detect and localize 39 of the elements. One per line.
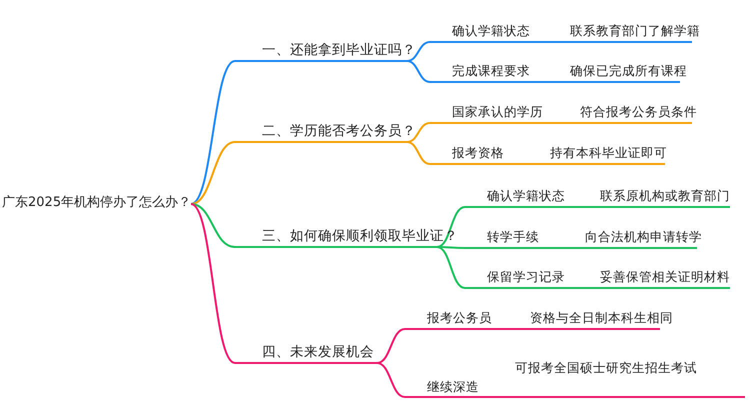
- topic-label: 三、如何确保顺利领取毕业证？: [262, 228, 458, 244]
- topic-label: 国家承认的学历: [452, 104, 543, 120]
- subtopic: [465, 267, 730, 289]
- topic-detail: 资格与全日制本科生相同: [530, 310, 673, 326]
- topic-detail: 联系原机构或教育部门: [600, 188, 730, 204]
- branch-connector: [190, 203, 236, 248]
- topic-label: 四、未来发展机会: [262, 344, 374, 360]
- topic-label: 报考公务员: [427, 310, 492, 326]
- topic-label: 保留学习记录: [487, 269, 565, 285]
- topic-detail: 妥善保管相关证明材料: [600, 269, 730, 285]
- topic-label: 完成课程要求: [452, 63, 530, 79]
- subtopic: [465, 186, 730, 208]
- topic-label: 转学手续: [487, 229, 539, 245]
- branch-connector: [406, 141, 430, 165]
- branch-connector: [436, 206, 466, 248]
- topic-label: 报考资格: [452, 145, 504, 161]
- topic-detail: 符合报考公务员条件: [580, 104, 697, 120]
- branch-connector: [406, 122, 430, 143]
- topic-label: 二、学历能否考公务员？: [262, 123, 416, 139]
- topic-label: 继续深造: [427, 379, 479, 395]
- branch-topic: [235, 342, 377, 364]
- topic-detail: 向合法机构申请转学: [585, 229, 702, 245]
- branch-connector: [437, 246, 465, 249]
- topic-label: 一、还能拿到毕业证吗？: [262, 42, 416, 58]
- branch-connector: [406, 60, 430, 83]
- branch-connector: [376, 328, 406, 364]
- topic-detail: 持有本科毕业证即可: [550, 145, 667, 161]
- topic-label: 确认学籍状态: [452, 23, 530, 39]
- branch-connector: [190, 141, 236, 205]
- branch-connector: [436, 246, 466, 289]
- central-topic: 广东2025年机构停办了怎么办？: [2, 194, 192, 214]
- topic-detail: 确保已完成所有课程: [570, 63, 687, 79]
- branch-connector: [190, 203, 236, 364]
- branch-connector: [190, 60, 236, 205]
- topic-label: 确认学籍状态: [487, 188, 565, 204]
- branch-connector: [406, 41, 430, 62]
- topic-detail: 联系教育部门了解学籍: [570, 23, 700, 39]
- branch-connector: [376, 362, 406, 398]
- topic-detail: 可报考全国硕士研究生招生考试: [515, 360, 697, 376]
